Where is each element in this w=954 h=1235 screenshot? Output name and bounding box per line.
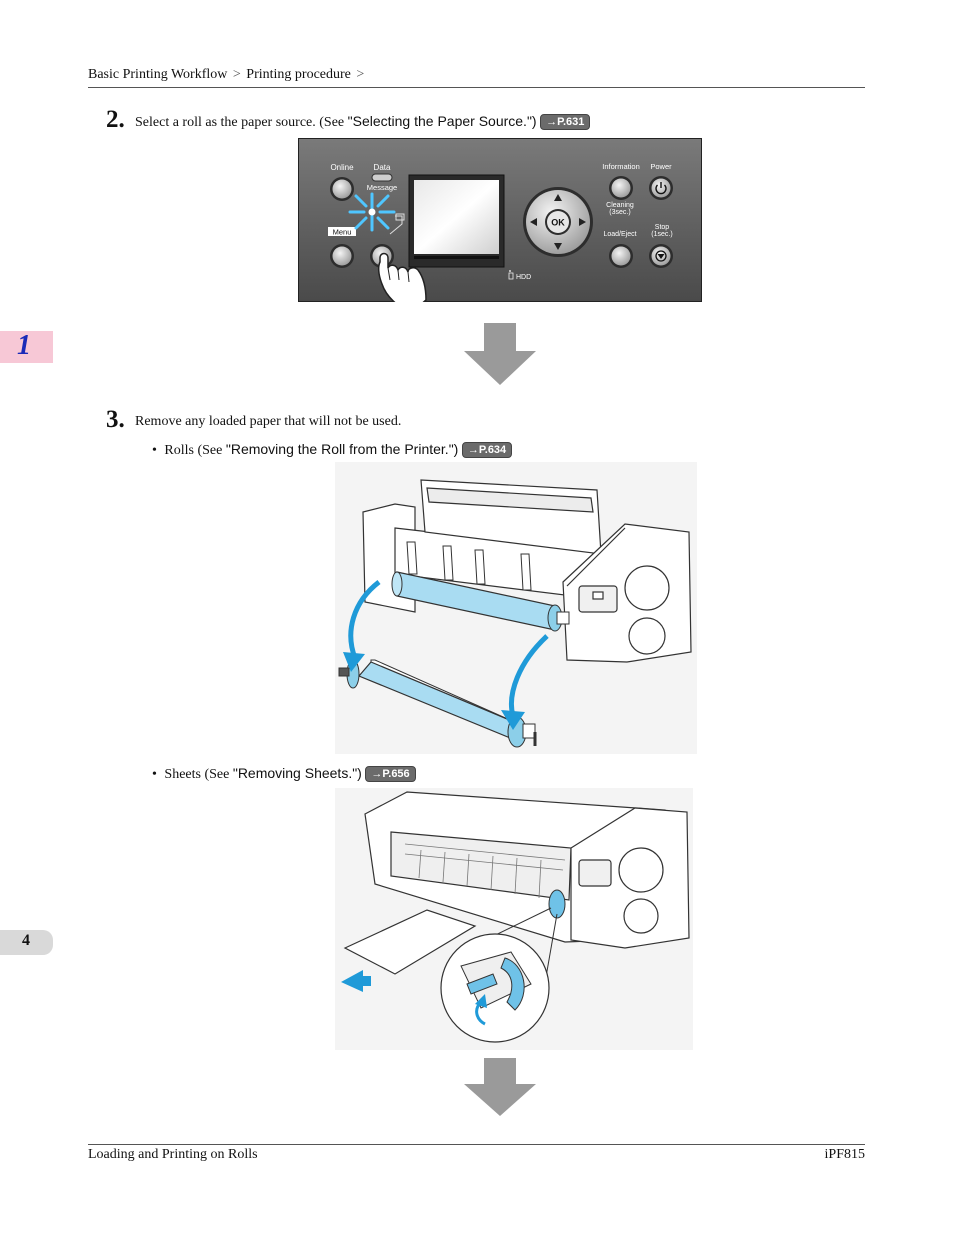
right-arrow-icon[interactable] xyxy=(579,218,586,226)
svg-text:(1sec.): (1sec.) xyxy=(651,231,672,238)
step-instruction: Remove any loaded paper that will not be… xyxy=(135,414,402,429)
breadcrumb-separator: > xyxy=(232,67,241,82)
roll-removal-illustration xyxy=(335,462,697,754)
chapter-tab[interactable]: 1 xyxy=(0,330,53,363)
breadcrumb-link-basic-printing-workflow[interactable]: Basic Printing Workflow xyxy=(88,67,228,82)
breadcrumb-separator: > xyxy=(356,67,365,82)
breadcrumb-link-printing-procedure[interactable]: Printing procedure xyxy=(246,67,351,82)
page-reference-badge[interactable]: →P.656 xyxy=(365,766,416,782)
svg-text:Online: Online xyxy=(330,163,354,172)
direction-arrow-icon xyxy=(348,580,549,717)
cross-reference-link[interactable]: "Selecting the Paper Source.") xyxy=(347,113,537,129)
cross-reference-link[interactable]: "Removing Sheets.") xyxy=(232,765,362,781)
lcd-display xyxy=(408,174,505,268)
step-number: 2. xyxy=(106,106,125,133)
cleaning-label: Cleaning (3sec.) xyxy=(606,202,634,216)
breadcrumb: Basic Printing Workflow > Printing proce… xyxy=(88,67,366,83)
svg-text:(3sec.): (3sec.) xyxy=(609,209,630,216)
menu-button[interactable]: Menu xyxy=(328,227,356,268)
pointing-hand-icon xyxy=(377,252,427,302)
loaded-roll-icon xyxy=(391,571,570,632)
control-panel-illustration: Online Data Message Menu HDD xyxy=(298,138,702,302)
chapter-number: 1 xyxy=(17,330,31,361)
footer-model-name: iPF815 xyxy=(824,1147,865,1162)
lamp-center-icon xyxy=(368,208,376,216)
svg-text:HDD: HDD xyxy=(516,274,531,281)
page-number: 4 xyxy=(22,932,30,949)
svg-text:Cleaning: Cleaning xyxy=(606,202,634,209)
ok-button[interactable]: OK xyxy=(545,209,571,235)
lever-close-up-icon xyxy=(440,933,550,1043)
svg-text:Data: Data xyxy=(374,163,391,172)
svg-text:Message: Message xyxy=(367,183,397,192)
list-item: • Rolls (See "Removing the Roll from the… xyxy=(152,441,513,459)
svg-text:Load/Eject: Load/Eject xyxy=(603,231,636,238)
release-lever-icon xyxy=(548,889,566,919)
information-button[interactable]: Information xyxy=(602,162,640,200)
list-item-label: Sheets (See xyxy=(164,767,233,782)
sheet-removal-illustration xyxy=(335,788,693,1050)
list-item: • Sheets (See "Removing Sheets.") →P.656 xyxy=(152,765,416,783)
online-button[interactable]: Online xyxy=(330,163,354,201)
bullet: • xyxy=(152,767,157,782)
page-reference-badge[interactable]: →P.634 xyxy=(461,442,513,458)
header-rule xyxy=(88,87,865,88)
load-eject-button[interactable]: Load/Eject xyxy=(603,231,637,268)
down-arrow-icon[interactable] xyxy=(554,243,562,250)
stop-icon xyxy=(655,250,667,262)
svg-text:Stop: Stop xyxy=(655,224,670,231)
sheet-paper-icon xyxy=(343,909,477,975)
power-button[interactable]: Power xyxy=(649,162,673,200)
page-number-tab: 4 xyxy=(0,930,53,955)
cross-reference-link[interactable]: "Removing the Roll from the Printer.") xyxy=(225,441,459,457)
bullet: • xyxy=(152,443,157,458)
footer-section-title: Loading and Printing on Rolls xyxy=(88,1147,258,1162)
list-item-label: Rolls (See xyxy=(164,443,226,458)
left-arrow-icon[interactable] xyxy=(530,218,537,226)
next-step-arrow-icon xyxy=(464,323,536,385)
footer-rule xyxy=(88,1144,865,1145)
step-number: 3. xyxy=(106,406,125,433)
svg-text:Information: Information xyxy=(602,162,640,171)
step-instruction: Select a roll as the paper source. (See … xyxy=(135,113,591,131)
up-arrow-icon[interactable] xyxy=(554,194,562,201)
blinking-lamp-icon xyxy=(348,192,396,232)
next-step-arrow-icon xyxy=(464,1058,536,1116)
svg-text:Power: Power xyxy=(650,162,672,171)
hdd-indicator: HDD xyxy=(508,270,531,281)
page-reference-badge[interactable]: →P.631 xyxy=(540,114,591,130)
power-icon xyxy=(655,184,667,195)
pull-direction-arrow-icon xyxy=(341,970,371,992)
data-message-lamp: Data Message xyxy=(367,163,397,192)
stop-button[interactable]: Stop (1sec.) xyxy=(649,224,673,268)
svg-text:Menu: Menu xyxy=(333,228,352,237)
svg-text:OK: OK xyxy=(551,218,565,228)
step-text: Select a roll as the paper source. (See xyxy=(135,115,348,130)
